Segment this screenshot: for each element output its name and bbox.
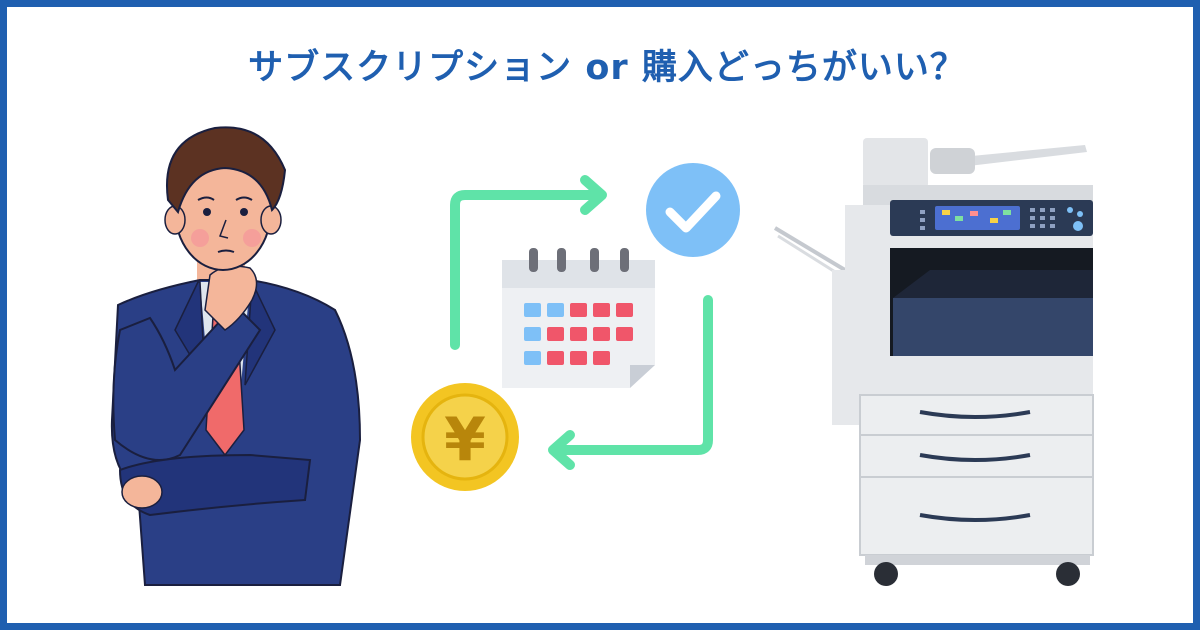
yen-symbol: ¥ <box>444 405 486 475</box>
banner-title: サブスクリプション or 購入どっちがいい？ <box>248 48 966 88</box>
multifunction-printer-illustration <box>773 138 1094 586</box>
check-circle-icon <box>646 163 740 257</box>
cycle-arrows-icon <box>450 175 713 470</box>
thinking-businessman-illustration <box>110 126 362 586</box>
yen-coin-icon: ¥ <box>411 383 519 491</box>
calendar-icon <box>502 248 655 388</box>
